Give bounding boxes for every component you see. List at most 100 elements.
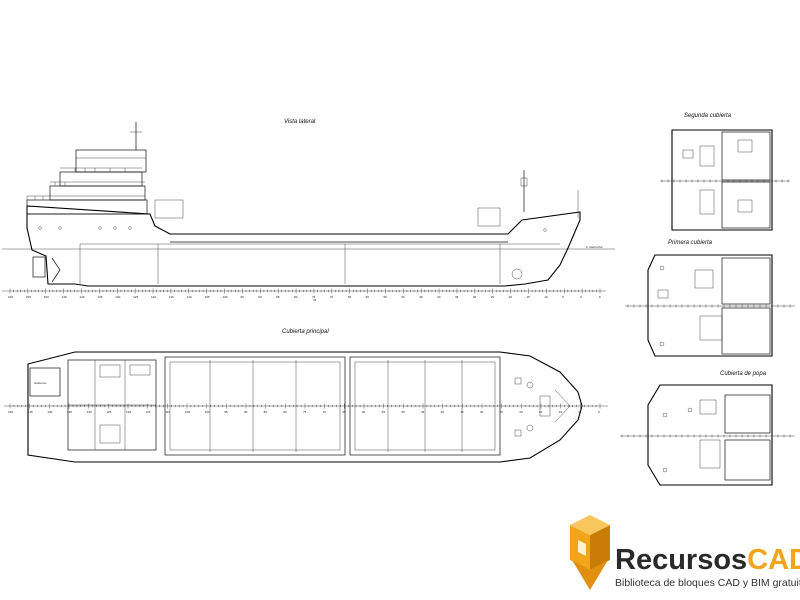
deck-scale-tick-label: 15: [539, 410, 543, 414]
side-scale-tick-label: 45: [419, 295, 423, 299]
side-scale-tick-label: 0: [580, 295, 582, 299]
side-scale-tick-label: 155: [26, 295, 31, 299]
side-scale-tick-label: 115: [169, 295, 174, 299]
side-scale-tick-label: 105: [205, 295, 210, 299]
main-deck-plan: Cubierta principal Gobierno: [4, 329, 608, 463]
deck-scale-tick-label: 120: [126, 410, 131, 414]
deck-scale-tick-label: 45: [421, 410, 425, 414]
side-scale-tick-label: 120: [151, 295, 156, 299]
galley-unit: [129, 364, 151, 376]
hatch: [657, 289, 669, 299]
side-scale-tick-label: 40: [437, 295, 441, 299]
poop-deck-outline: [647, 384, 773, 486]
deck-scale-tick-label: 30: [480, 410, 484, 414]
waterline-label: F. Vacio-Flot: [586, 245, 603, 249]
deckhouse-level-3: [59, 171, 143, 187]
cabin-bed: [737, 139, 753, 153]
first-deck-outline: [647, 254, 773, 357]
store: [699, 439, 721, 469]
deck-scale-tick-label: 105: [185, 410, 190, 414]
deck-scale-tick-label: 5: [578, 410, 580, 414]
side-scale-tick-label: 5: [562, 295, 564, 299]
side-scale-tick-label: 110: [187, 295, 192, 299]
hatch-covers-stack: [154, 199, 184, 219]
deck-outline: [27, 351, 583, 463]
store-room: [99, 424, 121, 444]
deck-scale-tick-label: 85: [264, 410, 268, 414]
bollard: [687, 407, 693, 413]
second-deck-outline: [671, 129, 773, 231]
side-view: Vista lateral F. Vacio-Flot: [2, 119, 615, 302]
side-scale-tick-label: 65: [348, 295, 352, 299]
deck-scale-tick-label: 140: [47, 410, 52, 414]
deck-scale-tick-label: 70: [323, 410, 327, 414]
side-scale-tick-label: 70: [330, 295, 334, 299]
locker: [699, 399, 717, 415]
side-scale-tick-label: 95: [240, 295, 244, 299]
locker: [682, 149, 694, 159]
side-view-title: Vista lateral: [284, 119, 316, 125]
deck-scale-tick-label: 10: [559, 410, 563, 414]
deck-scale-tick-label: 145: [28, 410, 33, 414]
deck-scale-tick-label: 25: [500, 410, 504, 414]
crew-cabins-starboard: [721, 307, 771, 355]
side-scale-tick-label: 25: [491, 295, 495, 299]
deck-scale-tick-label: 135: [67, 410, 72, 414]
dining-table: [694, 269, 714, 289]
first-deck-title: Primera cubierta: [668, 240, 713, 246]
deck-scale-tick-label: 20: [519, 410, 523, 414]
bollard: [659, 265, 665, 271]
side-scale-tick-label: 10: [544, 295, 548, 299]
stair-well: [699, 189, 715, 215]
main-deck-title: Cubierta principal: [282, 329, 329, 335]
deck-scale-tick-label: 35: [460, 410, 464, 414]
side-scale-tick-label: 125: [133, 295, 138, 299]
side-scale-tick-label: 140: [80, 295, 85, 299]
hull-outline: [26, 205, 581, 287]
fore-mast-light: [520, 177, 528, 187]
railings: [26, 168, 126, 200]
side-scale-tick-label: 75: [312, 295, 316, 299]
bollard: [662, 467, 668, 473]
side-scale-tick-label: 35: [455, 295, 459, 299]
cabin-block-port: [721, 131, 771, 181]
second-deck-plan: Segunda cubierta: [660, 113, 790, 231]
poop-deck-scale: [621, 434, 791, 438]
cabin-block-starboard: [721, 181, 771, 229]
bollard: [659, 341, 665, 347]
deck-scale-tick-label: 60: [362, 410, 366, 414]
bow-equipment: [514, 377, 571, 437]
side-scale-tick-label: 160: [8, 295, 13, 299]
engine-casing-starboard: [724, 439, 771, 481]
first-deck-plan: Primera cubierta: [625, 240, 795, 357]
side-scale-tick-label: 130: [115, 295, 120, 299]
deckhouse-level-2: [49, 185, 146, 201]
second-deck-title: Segunda cubierta: [684, 113, 732, 119]
stair-well: [699, 145, 715, 167]
brand-name-part1: Recursos: [615, 544, 747, 576]
deck-scale-tick-label: 110: [165, 410, 170, 414]
aft-store: [29, 367, 61, 397]
crew-cabins-port: [721, 257, 771, 305]
deck-scale-tick-label: 125: [106, 410, 111, 414]
cabin-bed: [737, 199, 753, 213]
deck-scale-tick-label: 55: [382, 410, 386, 414]
deck-scale-tick-label: 0: [598, 410, 600, 414]
poop-deck-plan: Cubierta de popa: [620, 371, 795, 486]
side-scale-tick-label: 135: [97, 295, 102, 299]
deck-scale-tick-label: 130: [87, 410, 92, 414]
first-deck-scale: [627, 304, 791, 308]
deck-scale-tick-label: 100: [205, 410, 210, 414]
deck-scale-tick-label: 150: [8, 410, 13, 414]
side-scale-tick-label: 55: [383, 295, 387, 299]
side-scale-tick-label: -5: [598, 295, 601, 299]
side-scale-tick-label: 20: [509, 295, 513, 299]
cube-logo-icon: [570, 515, 610, 590]
poop-deck-title: Cubierta de popa: [720, 371, 767, 377]
brand-tagline: Biblioteca de bloques CAD y BIM gratuita: [615, 577, 800, 589]
side-scale-tick-label: 145: [62, 295, 67, 299]
rudder: [32, 256, 46, 278]
